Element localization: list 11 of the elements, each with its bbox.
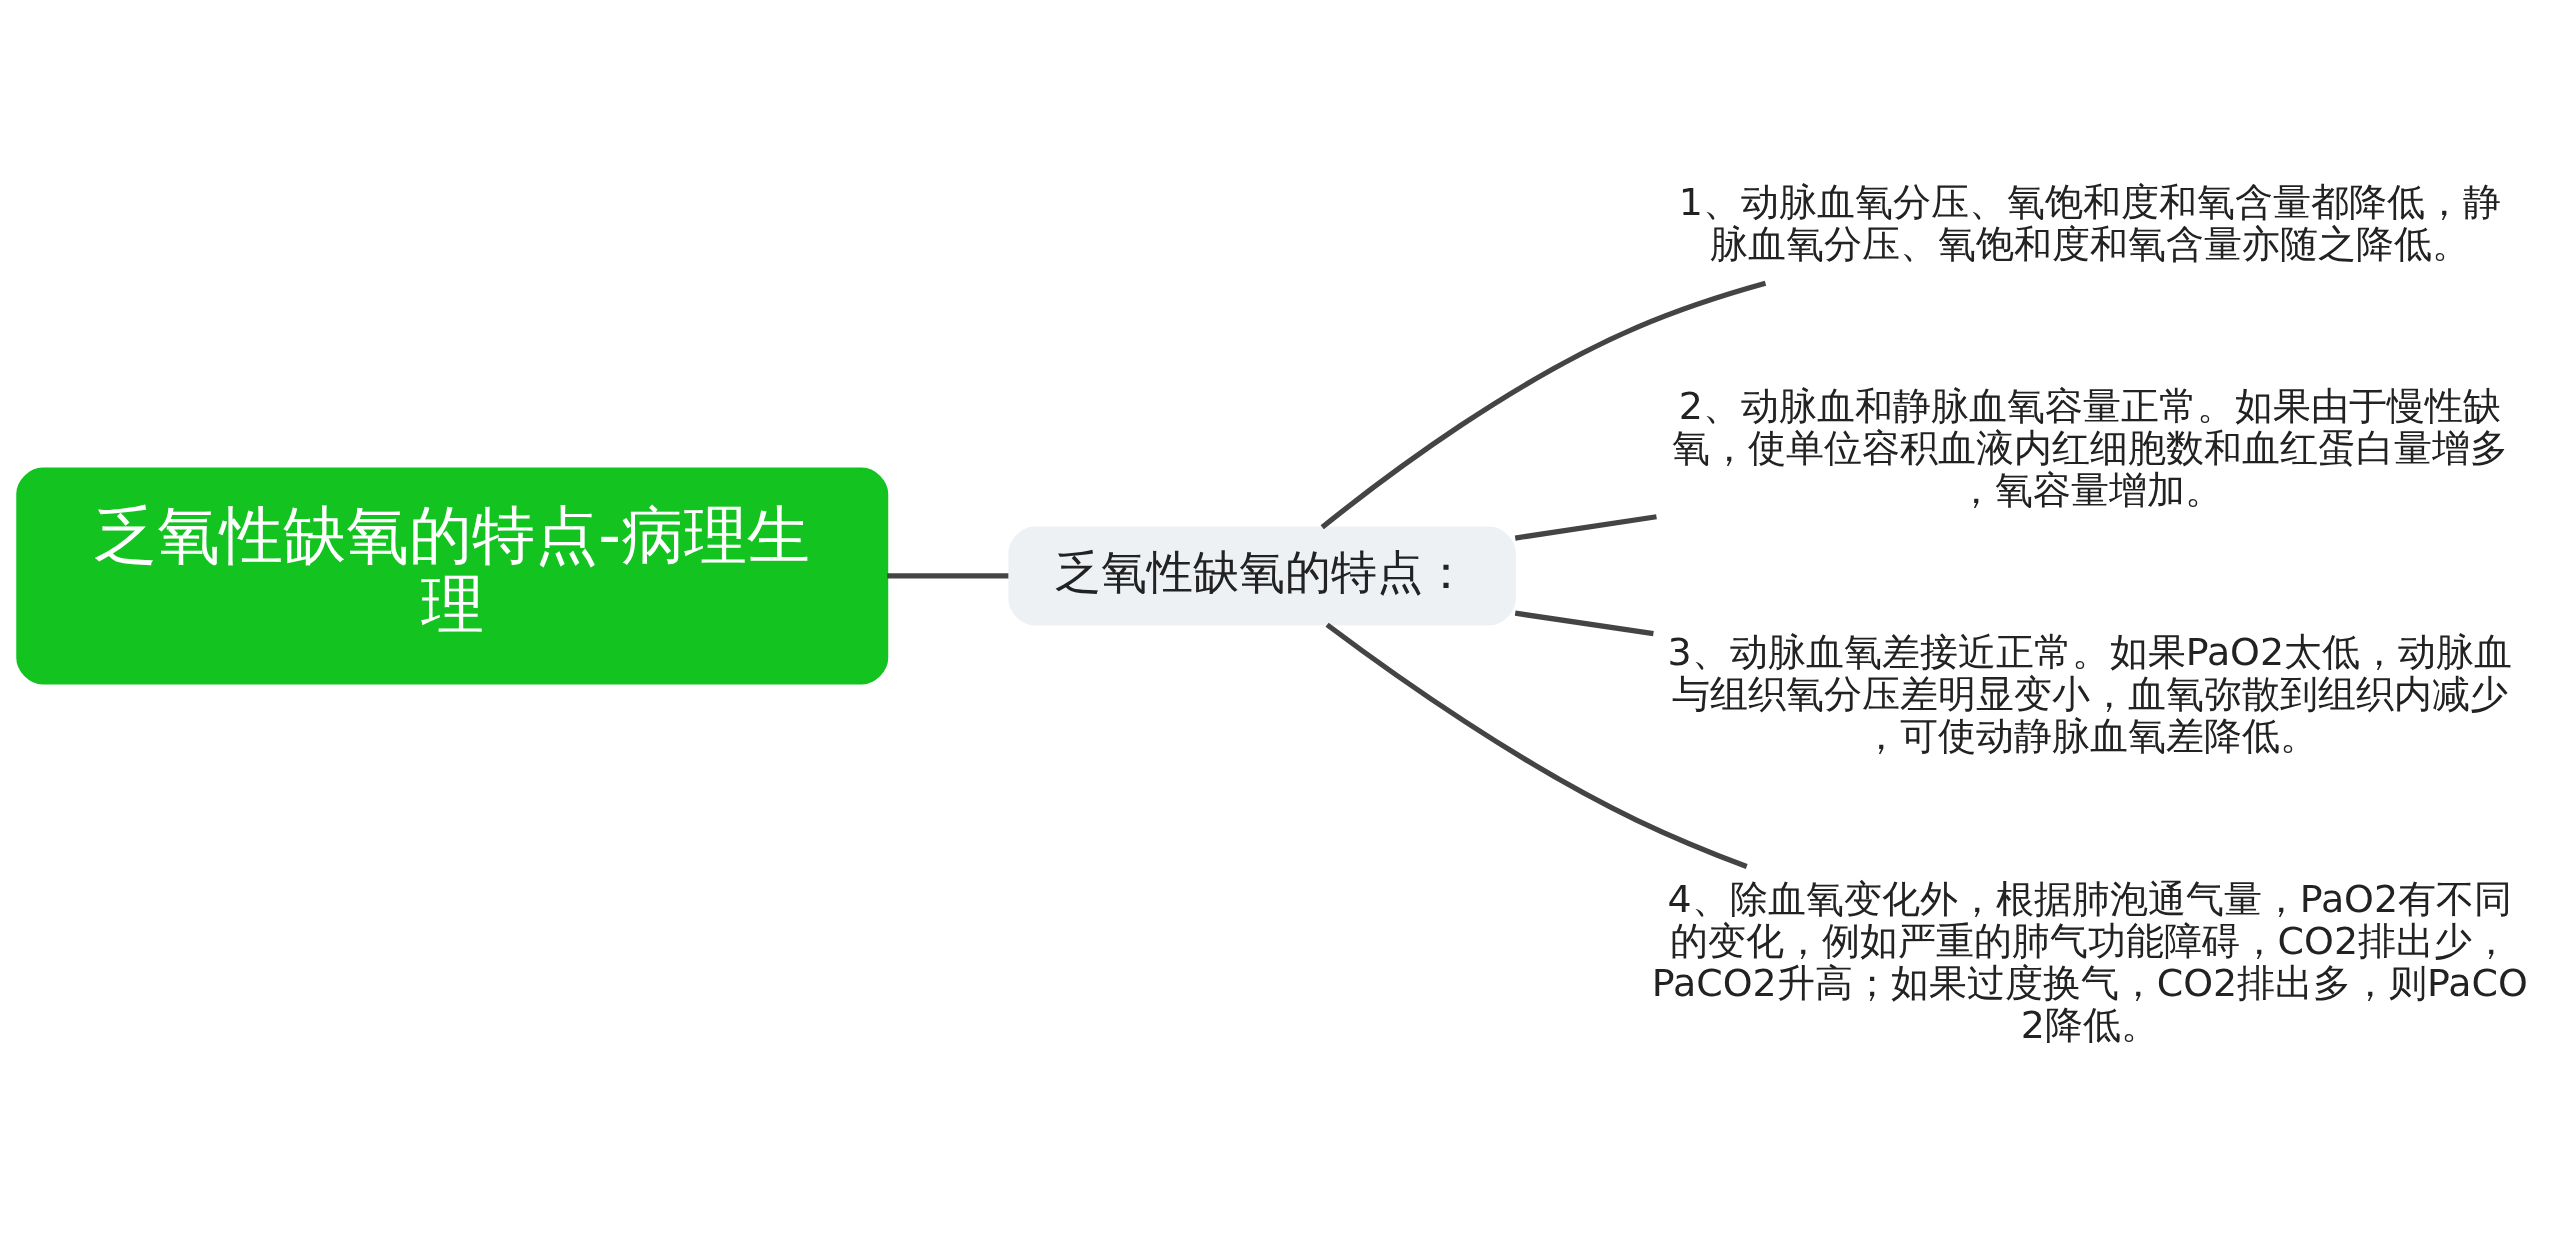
node-text: 3、动脉血氧差接近正常。如果PaO2太低，动脉血与组织氧分压差明显变小，血氧弥散到组织内减少，可使动静脉血氧差降低。 — [1667, 629, 2513, 758]
node-text: 4、除血氧变化外，根据肺泡通气量，PaO2有不同的变化，例如严重的肺气功能障碍，CO2排出少，PaCO2升高；如果过度换气，CO2排出多，则PaCO2降低。 — [1651, 876, 2528, 1047]
node-text: 2、动脉血和静脉血氧容量正常。如果由于慢性缺氧，使单位容积血液内红细胞数和血红蛋白量增多，氧容量增加。 — [1671, 383, 2508, 512]
node-text: 1、动脉血氧分压、氧饱和度和氧含量都降低，静脉血氧分压、氧饱和度和氧含量亦随之降低。 — [1678, 179, 2501, 266]
connector — [1514, 513, 1657, 541]
connector — [1325, 622, 1748, 869]
node-box: 乏氧性缺氧的特点-病理生理 — [16, 466, 889, 684]
connector — [887, 572, 1009, 579]
connector — [1320, 280, 1767, 529]
connector — [1514, 610, 1654, 636]
node-box: 乏氧性缺氧的特点： — [1008, 525, 1516, 625]
